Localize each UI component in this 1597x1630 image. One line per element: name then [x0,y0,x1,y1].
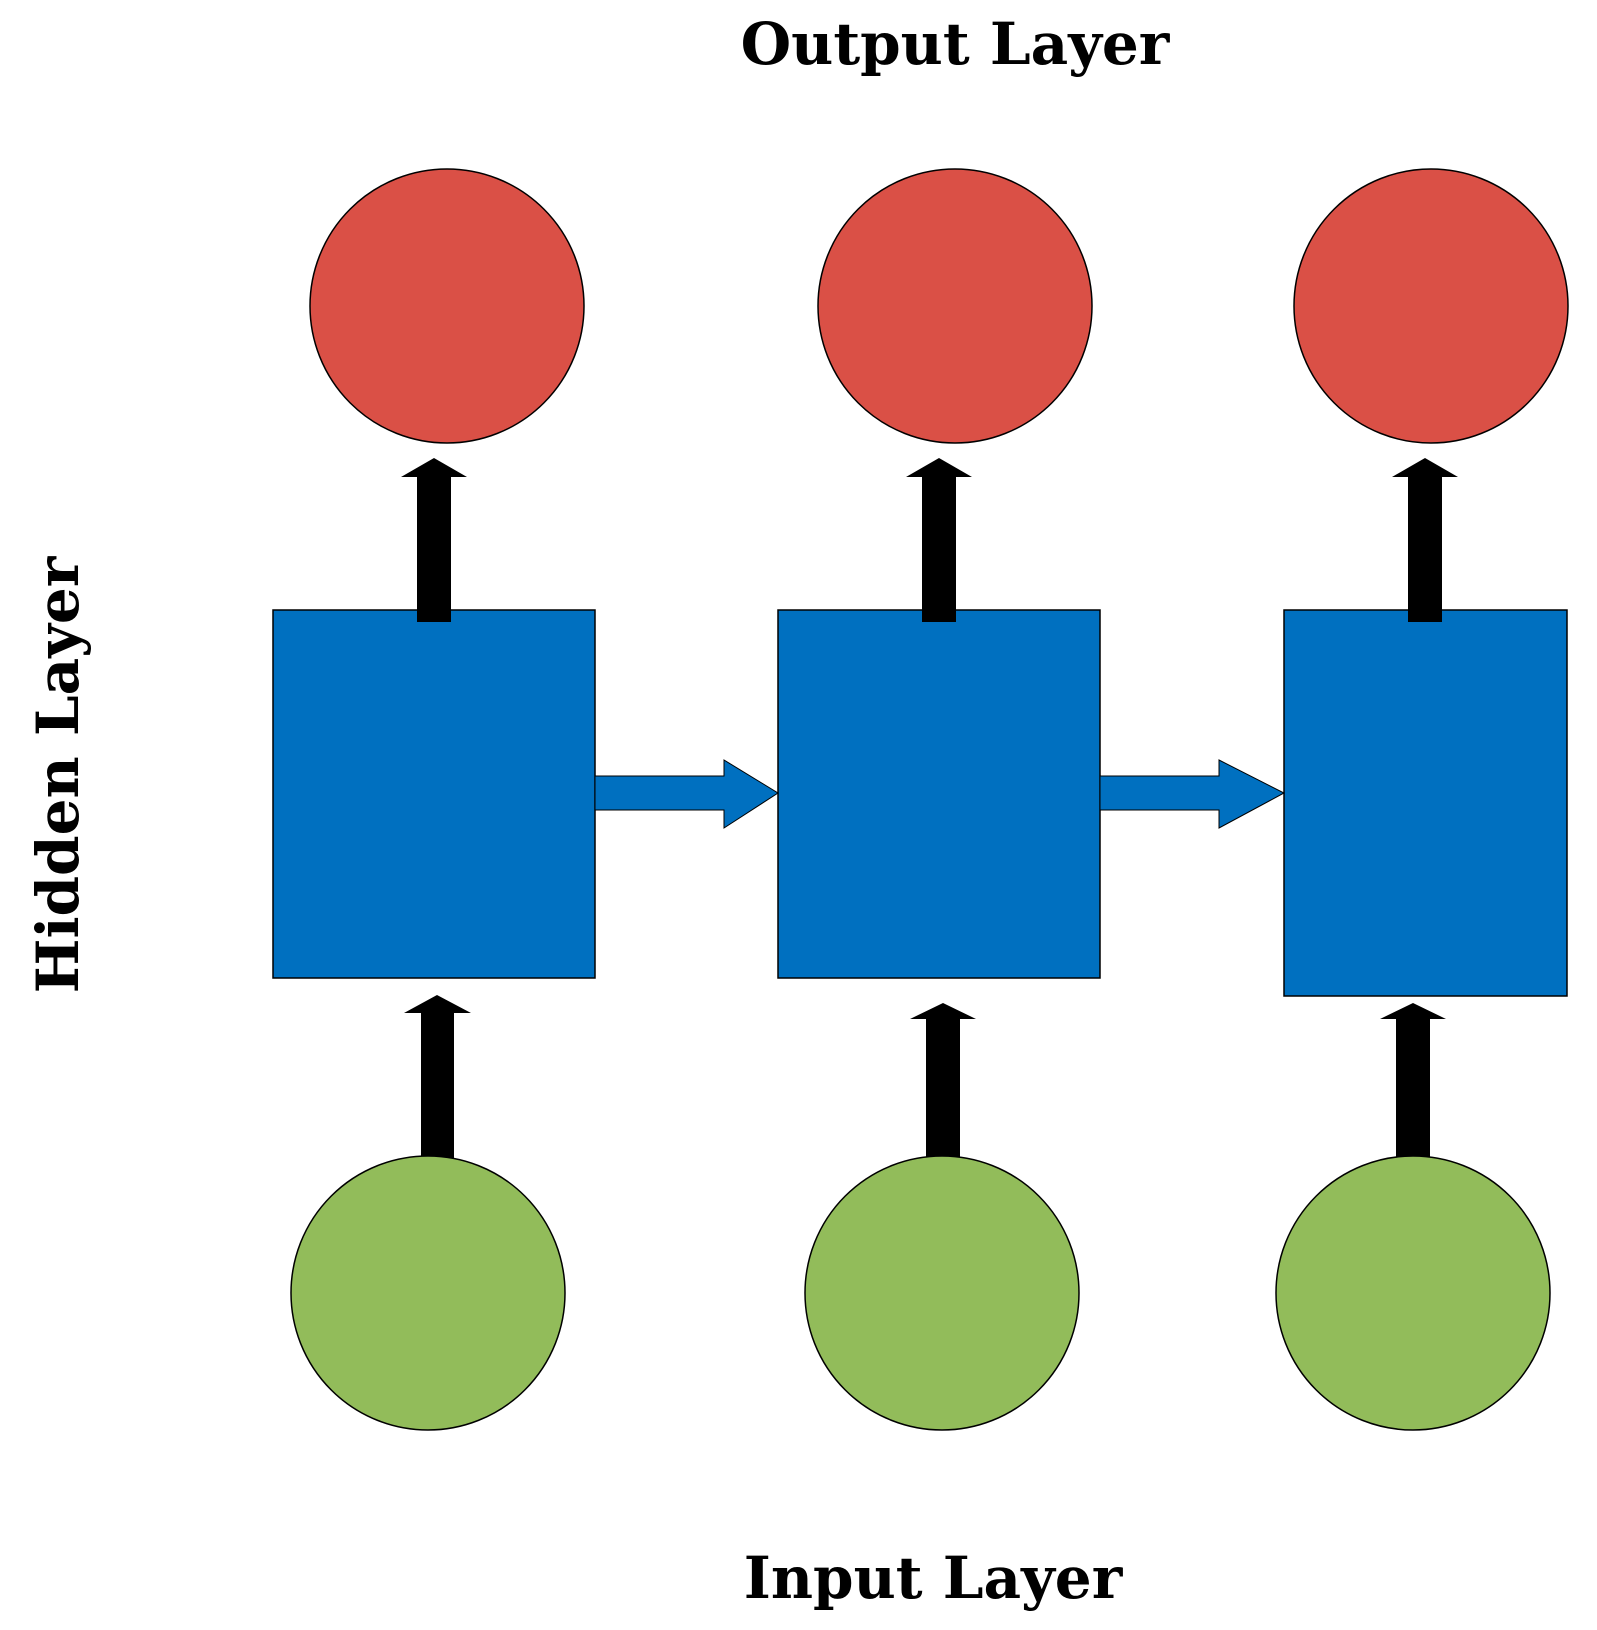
input-node [1275,1155,1551,1431]
hidden-to-output-arrow [1392,458,1458,622]
recurrent-connections [594,759,1286,829]
output-node [817,168,1093,444]
recurrent-arrow [1099,759,1286,829]
output-node [309,168,585,444]
output-node [1293,168,1569,444]
input-to-hidden-connections [404,995,1446,1167]
input-node [290,1155,566,1431]
output-layer [309,168,1569,444]
hidden-node [1283,609,1568,997]
hidden-layer [272,609,1568,997]
hidden-to-output-arrow [401,458,467,622]
input-to-hidden-arrow [404,995,471,1159]
input-layer-label: Input Layer [744,1544,1124,1612]
input-to-hidden-arrow [910,1003,976,1167]
hidden-to-output-connections [401,458,1458,622]
input-node [804,1155,1080,1431]
hidden-node [777,609,1101,979]
hidden-to-output-arrow [906,458,972,622]
input-layer [290,1155,1551,1431]
hidden-node [272,609,596,979]
input-to-hidden-arrow [1380,1003,1446,1167]
output-layer-label: Output Layer [741,10,1171,78]
recurrent-arrow [594,759,779,829]
hidden-layer-label: Hidden Layer [24,555,92,993]
